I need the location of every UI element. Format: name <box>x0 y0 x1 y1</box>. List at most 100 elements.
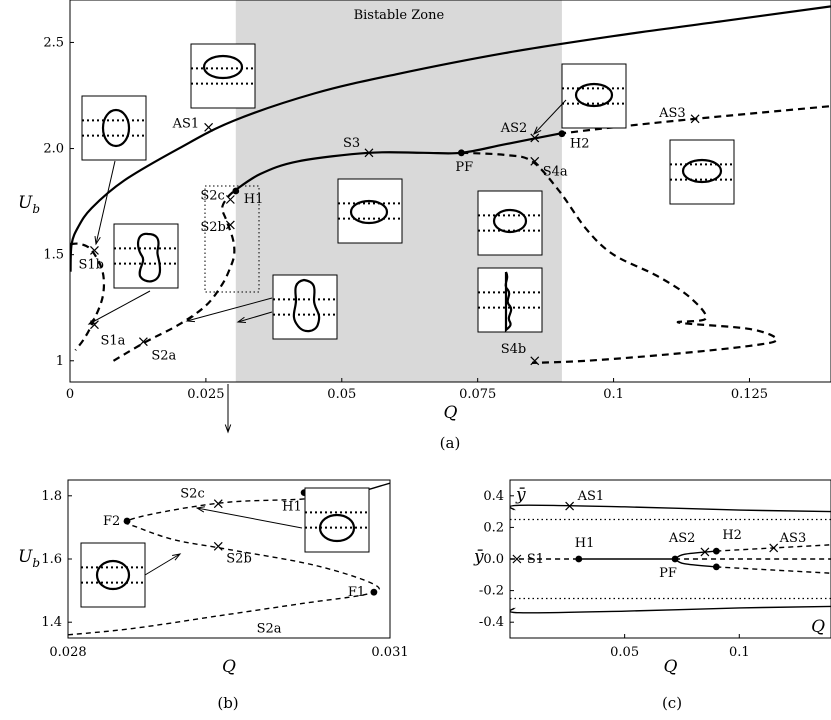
inset-bubble <box>95 559 131 591</box>
y-tick-label: 1.8 <box>41 489 62 504</box>
series-line-5 <box>674 550 717 560</box>
inset-b-right <box>304 487 370 553</box>
inset-bubble <box>202 54 244 80</box>
caption-c: (c) <box>662 694 682 712</box>
y-axis-title: Ub <box>18 193 40 216</box>
pointer-head <box>236 316 247 324</box>
pointer-line <box>237 311 273 323</box>
marker-label: S1a <box>100 334 125 349</box>
x-tick-label: 0.1 <box>729 645 750 660</box>
inset-bubble <box>318 513 356 543</box>
marker-label: S2a <box>151 349 176 364</box>
marker-label: AS1 <box>577 489 605 504</box>
inset-box <box>81 95 147 161</box>
pointer-arrow <box>94 160 116 246</box>
marker-label: H1 <box>575 536 595 551</box>
inset-bubble-kidney <box>136 232 162 283</box>
x-tick-label: 0 <box>66 387 74 402</box>
y-axis-title: ȳ <box>473 547 484 567</box>
inset-as2 <box>561 63 627 129</box>
y-axis-title-sub: b <box>32 556 40 570</box>
x-tick-label: 0.05 <box>610 645 639 660</box>
pointer-line <box>95 160 116 245</box>
x-tick-label: 0.125 <box>731 387 768 402</box>
marker-label: S4b <box>501 342 526 357</box>
pointer-arrow <box>87 290 151 325</box>
series-line-6 <box>674 558 717 568</box>
marker-label: S2c <box>200 188 224 203</box>
marker-cross <box>213 541 223 551</box>
inset-box <box>561 63 627 129</box>
y-tick-label: 1.4 <box>41 615 62 630</box>
series-line-3 <box>233 132 560 192</box>
pointer-line <box>186 297 273 322</box>
y-tick-label: 2.0 <box>43 142 64 157</box>
marker-label: AS3 <box>658 106 686 121</box>
inset-box <box>337 178 403 244</box>
marker-cross <box>364 148 374 158</box>
marker-dot <box>457 149 465 157</box>
y-axis-title: Ub <box>18 547 40 570</box>
inset-s2a <box>272 274 338 340</box>
y-tick-label: 1.6 <box>41 552 62 567</box>
x-tick-label: 0.031 <box>371 645 408 660</box>
pointer-head <box>185 315 196 323</box>
marker-dot <box>712 563 720 571</box>
inset-bubble <box>574 82 614 108</box>
inset-s1a <box>113 223 179 289</box>
inset-bubble <box>681 158 723 184</box>
inset-bubble-wavy <box>292 278 321 333</box>
series-line-4 <box>559 105 831 135</box>
y-tick-label: 0.2 <box>483 520 504 535</box>
x-axis-title: Q <box>444 403 458 423</box>
pointer-arrow <box>195 506 303 529</box>
caption-a: (a) <box>440 434 461 452</box>
marker-label: S2a <box>257 622 282 637</box>
pointer-arrow <box>185 297 273 323</box>
marker-dot <box>123 517 131 525</box>
inset-bubble <box>492 208 528 234</box>
shape-insets <box>80 43 735 608</box>
marker-label: S2c <box>180 487 204 502</box>
pointer-head <box>224 424 232 434</box>
caption-b: (b) <box>217 694 238 712</box>
y-axis-title-sub: b <box>32 202 40 216</box>
pointer-line <box>144 553 181 576</box>
inset-box <box>669 139 735 205</box>
marker-cross <box>225 220 235 230</box>
x-tick-label: 0.075 <box>459 387 496 402</box>
inset-bubble-film <box>504 271 513 333</box>
inset-b-left <box>80 542 146 608</box>
y-tick-label: 2.5 <box>43 35 64 50</box>
marker-dot <box>712 547 720 555</box>
x-axis-title: Q <box>664 657 678 677</box>
marker-cross <box>530 356 540 366</box>
x-tick-label: 0.028 <box>49 645 86 660</box>
pointer-line <box>196 507 303 529</box>
pointer-arrow <box>533 99 567 136</box>
y-tick-label: -0.4 <box>479 615 504 630</box>
marker-label: H2 <box>570 137 590 152</box>
pointer-line <box>533 99 567 135</box>
marker-label: F1 <box>348 585 365 600</box>
inset-as3 <box>669 139 735 205</box>
marker-label: H1 <box>244 192 264 207</box>
inset-bubble <box>101 108 131 148</box>
x-tick-label: 0.1 <box>603 387 624 402</box>
pointer-head <box>172 553 182 561</box>
marker-cross <box>530 156 540 166</box>
marker-label: PF <box>659 566 677 581</box>
corner-label-top: ȳ <box>515 485 526 505</box>
marker-dot <box>370 588 378 596</box>
plot-frame <box>69 0 831 383</box>
marker-cross <box>204 122 214 132</box>
marker-label: F2 <box>103 514 120 529</box>
y-tick-label: 0.4 <box>483 489 504 504</box>
pointer-head <box>195 506 205 513</box>
pointer-head <box>94 235 101 246</box>
marker-cross <box>213 499 223 509</box>
corner-label-bottom: Q <box>811 617 825 637</box>
